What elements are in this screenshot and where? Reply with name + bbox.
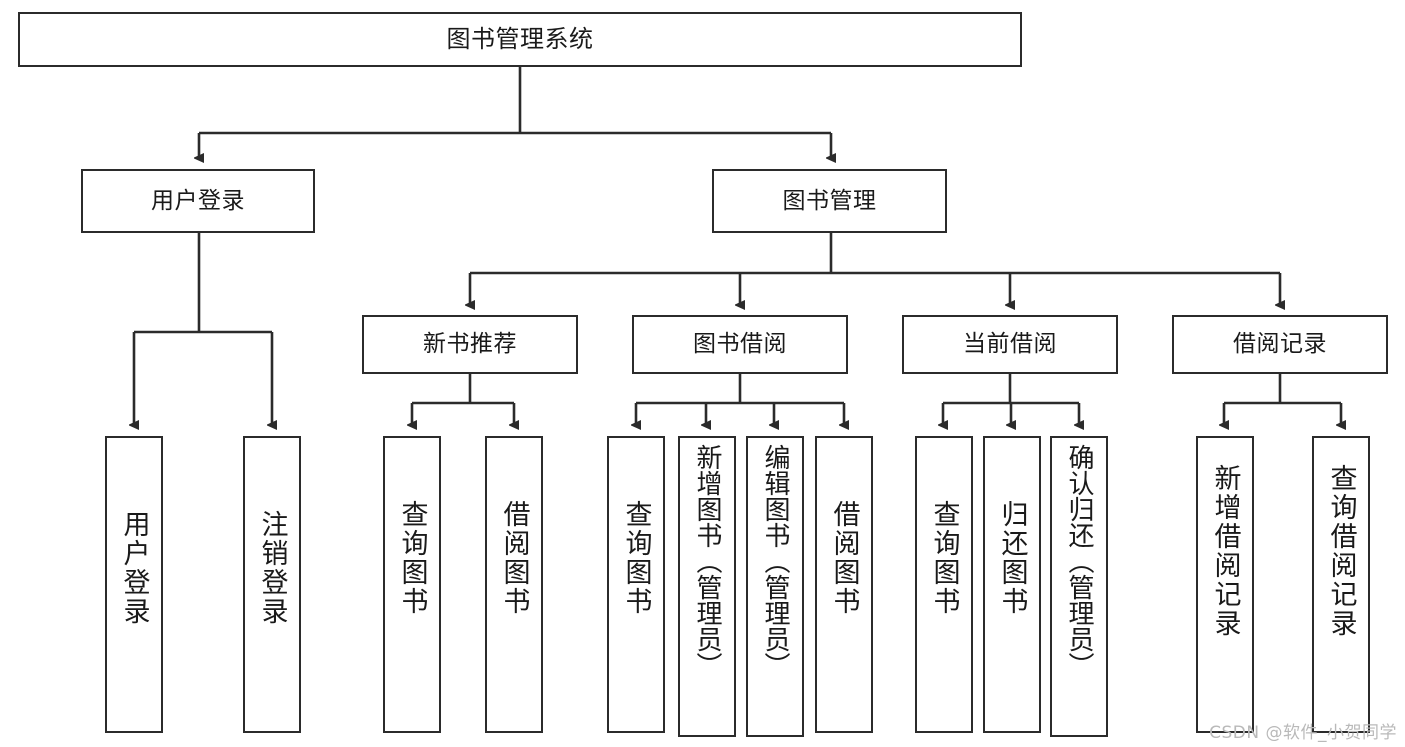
node-label: 新书推荐	[423, 331, 517, 358]
leaf-book-borrow-add-book-admin[interactable]: 新增图书（管理员）	[678, 436, 736, 737]
leaf-book-borrow-edit-book-admin[interactable]: 编辑图书（管理员）	[746, 436, 804, 737]
leaf-current-borrow-return-book[interactable]: 归还图书	[983, 436, 1041, 733]
leaf-user-login-logout[interactable]: 注销登录	[243, 436, 301, 733]
leaf-new-book-borrow-book[interactable]: 借阅图书	[485, 436, 543, 733]
leaf-book-borrow-query-book[interactable]: 查询图书	[607, 436, 665, 733]
node-current-borrow[interactable]: 当前借阅	[902, 315, 1118, 374]
node-label: 新增图书（管理员）	[692, 444, 722, 678]
node-label: 查询图书	[396, 500, 428, 616]
node-borrow-record[interactable]: 借阅记录	[1172, 315, 1388, 374]
leaf-current-borrow-confirm-return-admin[interactable]: 确认归还（管理员）	[1050, 436, 1108, 737]
node-label: 新增借阅记录	[1209, 464, 1241, 638]
node-label: 借阅记录	[1233, 331, 1327, 358]
node-book-borrow[interactable]: 图书借阅	[632, 315, 848, 374]
node-label: 借阅图书	[498, 500, 530, 616]
leaf-borrow-record-query-record[interactable]: 查询借阅记录	[1312, 436, 1370, 733]
leaf-user-login-login[interactable]: 用户登录	[105, 436, 163, 733]
leaf-current-borrow-query-book[interactable]: 查询图书	[915, 436, 973, 733]
leaf-new-book-query-book[interactable]: 查询图书	[383, 436, 441, 733]
node-label: 用户登录	[151, 187, 245, 214]
node-label: 查询图书	[928, 500, 960, 616]
node-root-system[interactable]: 图书管理系统	[18, 12, 1022, 67]
node-label: 图书借阅	[693, 331, 787, 358]
node-label: 注销登录	[256, 510, 288, 626]
leaf-borrow-record-add-record[interactable]: 新增借阅记录	[1196, 436, 1254, 733]
csdn-watermark: CSDN @软件_小贺同学	[1209, 723, 1397, 743]
node-label: 归还图书	[996, 500, 1028, 616]
node-label: 图书管理系统	[446, 24, 594, 53]
node-label: 图书管理	[782, 187, 877, 214]
node-label: 用户登录	[118, 510, 150, 626]
node-new-book-recommend[interactable]: 新书推荐	[362, 315, 578, 374]
node-label: 查询借阅记录	[1325, 464, 1357, 638]
node-label: 借阅图书	[828, 500, 860, 616]
node-label: 查询图书	[620, 500, 652, 616]
leaf-book-borrow-borrow-book[interactable]: 借阅图书	[815, 436, 873, 733]
node-label: 当前借阅	[963, 331, 1057, 358]
node-book-management[interactable]: 图书管理	[712, 169, 947, 233]
node-label: 编辑图书（管理员）	[760, 444, 790, 678]
node-label: 确认归还（管理员）	[1064, 444, 1094, 678]
node-user-login[interactable]: 用户登录	[81, 169, 315, 233]
